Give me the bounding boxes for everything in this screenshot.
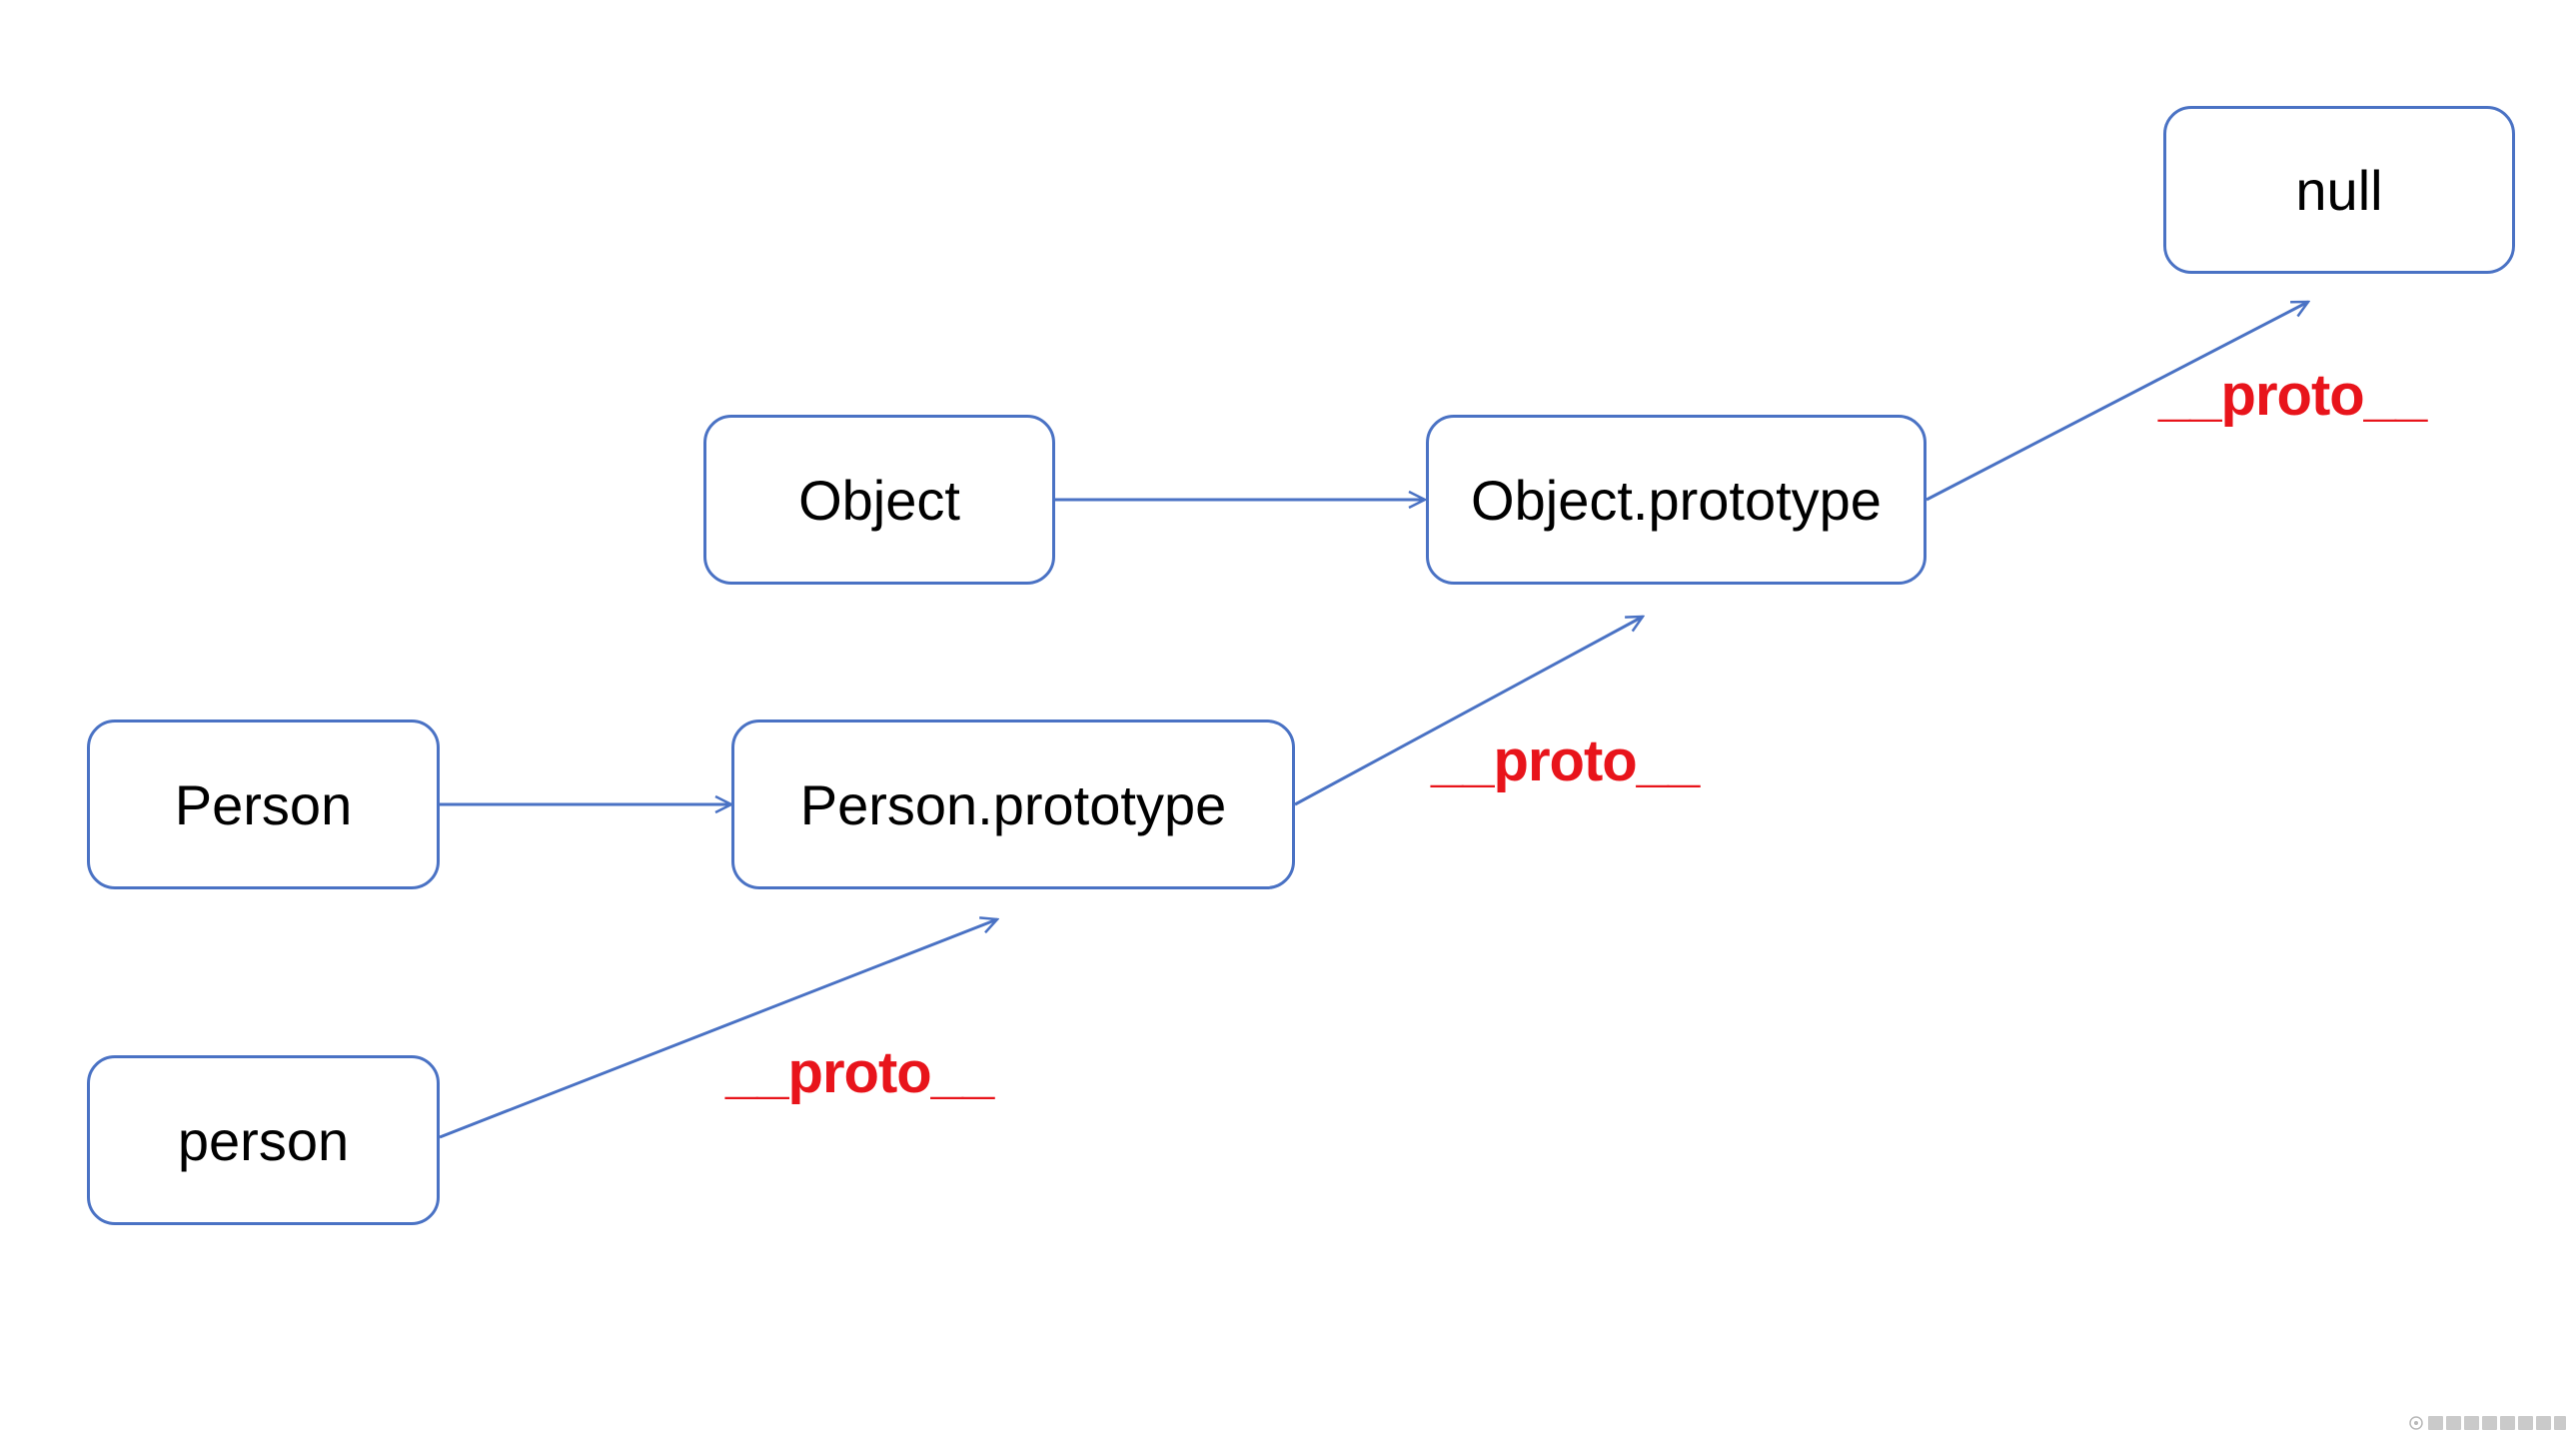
node-person-instance: person	[87, 1055, 440, 1225]
node-person-constructor: Person	[87, 720, 440, 889]
edge-label-person-proto: __proto__	[725, 1040, 994, 1105]
edge-person-to-person-prototype	[439, 919, 997, 1139]
edge-object-prototype-to-null	[1926, 300, 2308, 502]
node-person-prototype: Person.prototype	[731, 720, 1295, 889]
edge-person-prototype-to-object-prototype	[1294, 617, 1643, 806]
node-object: Object	[703, 415, 1055, 585]
edge-label-object-prototype-proto: __proto__	[2158, 363, 2427, 428]
node-object-prototype: Object.prototype	[1426, 415, 1927, 585]
watermark	[2409, 1416, 2566, 1430]
edge-label-person-prototype-proto: __proto__	[1431, 728, 1700, 793]
node-null: null	[2163, 106, 2515, 274]
